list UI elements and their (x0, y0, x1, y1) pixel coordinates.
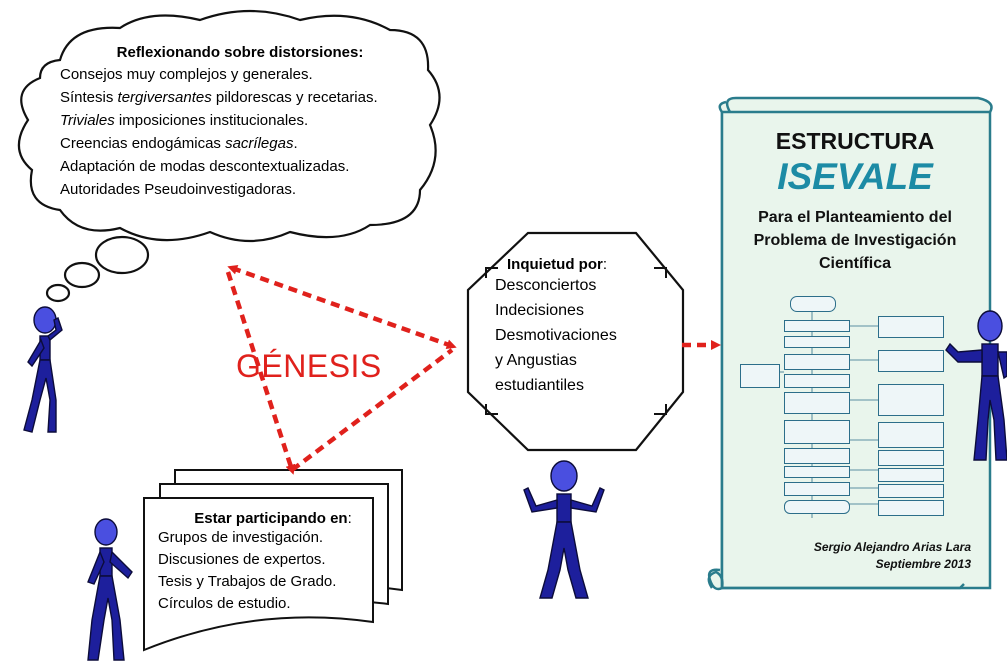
estructura-scroll (707, 96, 993, 591)
octagon-line: Desmotivaciones (495, 327, 617, 344)
flow-box (784, 420, 850, 444)
participating-line: Círculos de estudio. (158, 595, 291, 612)
octagon-shape (466, 231, 685, 452)
flow-box (878, 384, 944, 416)
cloud-lines: Consejos muy complejos y generales. Sínte… (60, 63, 420, 201)
stacked-pages (143, 469, 403, 652)
octagon-line: Desconciertos (495, 277, 597, 294)
participating-line: Tesis y Trabajos de Grado. (158, 573, 337, 590)
scroll-brand: ISEVALE (777, 156, 933, 197)
cloud-line-italic: tergiversantes (117, 89, 212, 106)
mini-flowchart (740, 292, 980, 524)
thinker-figure (23, 306, 63, 433)
flow-box (784, 336, 850, 348)
flow-box (784, 320, 850, 332)
participating-line: Grupos de investigación. (158, 529, 324, 546)
scroll-title: ESTRUCTURA (775, 128, 935, 154)
cloud-line: Autoridades Pseudoinvestigadoras. (60, 178, 420, 201)
flow-box (784, 354, 850, 370)
shrug-figure (523, 460, 605, 599)
thought-cloud (17, 9, 441, 303)
cloud-line-text: Creencias endogámicas (60, 135, 226, 152)
cloud-line-text: pildorescas y recetarias. (211, 89, 378, 106)
octagon-line: Indecisiones (495, 302, 584, 319)
cloud-line: Síntesis tergiversantes pildorescas y re… (60, 86, 420, 109)
flow-box (790, 296, 836, 312)
participating-lines: Grupos de investigación. Discusiones de e… (158, 527, 388, 615)
flow-box (878, 484, 944, 498)
cloud-line: Adaptación de modas descontextualizadas. (60, 155, 420, 178)
cloud-line-text: . (293, 135, 298, 152)
octagon-title: Inquietud por: (507, 256, 607, 273)
genesis-label: GÉNESIS (236, 348, 382, 384)
cloud-line-text: imposiciones institucionales. (114, 112, 309, 129)
flow-box (878, 316, 944, 338)
flow-box (878, 468, 944, 482)
cloud-line: Consejos muy complejos y generales. (60, 63, 420, 86)
flow-box (784, 466, 850, 478)
flow-box (878, 450, 944, 466)
scroll-author: Sergio Alejandro Arias Lara (813, 540, 971, 554)
flow-box (784, 374, 850, 388)
cloud-line-italic: sacrílegas (225, 135, 294, 152)
cloud-text-block: Reflexionando sobre distorsiones: Consej… (60, 44, 420, 201)
mini-flowchart-lines (778, 304, 878, 518)
cloud-line-text: Adaptación de modas descontextualizadas. (60, 158, 350, 175)
participating-line: Discusiones de expertos. (158, 551, 326, 568)
flow-box (784, 482, 850, 496)
flow-box (878, 422, 944, 448)
cloud-line: Triviales imposiciones institucionales. (60, 109, 420, 132)
scroll-date: Septiembre 2013 (875, 557, 971, 571)
participating-title: Estar participando en: (194, 510, 352, 527)
genesis-arrows (225, 264, 721, 475)
presenter-figure (945, 310, 1007, 461)
scroll-subtitle: Para el Planteamiento del Problema de In… (753, 209, 957, 272)
cloud-line-text: Autoridades Pseudoinvestigadoras. (60, 181, 296, 198)
cloud-line-text: Síntesis (60, 89, 118, 106)
cloud-line-text: Consejos muy complejos y generales. (60, 66, 313, 83)
reader-figure (87, 518, 133, 661)
octagon-line: estudiantiles (495, 377, 584, 394)
flow-box (784, 500, 850, 514)
flow-box (878, 350, 944, 372)
flow-box (740, 364, 780, 388)
cloud-line: Creencias endogámicas sacrílegas. (60, 132, 420, 155)
cloud-title: Reflexionando sobre distorsiones: (116, 44, 364, 61)
flow-box (784, 392, 850, 414)
participating-text-block: Estar participando en: Grupos de investi… (158, 510, 388, 615)
octagon-line: y Angustias (495, 352, 577, 369)
cloud-line-italic: Triviales (60, 112, 115, 129)
flow-box (784, 448, 850, 464)
flow-box (878, 500, 944, 516)
